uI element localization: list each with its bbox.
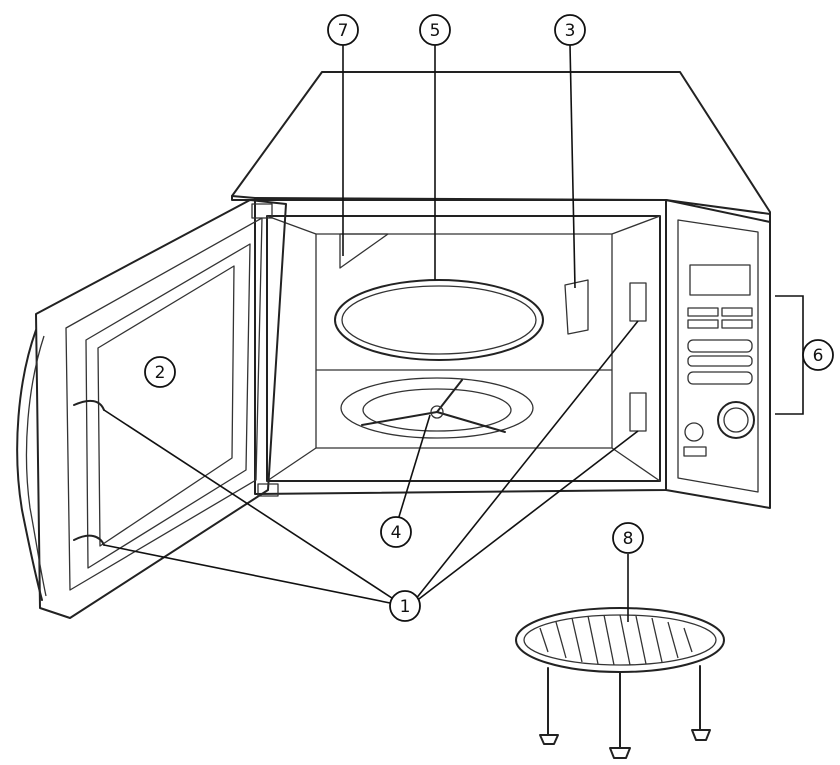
door-window: [85, 243, 251, 569]
door-glass: [97, 265, 235, 547]
latch-hole-lower: [629, 392, 647, 432]
callout-4-label: 4: [391, 523, 402, 543]
callout-3: 3: [554, 14, 586, 46]
door-hinge-top: [251, 203, 273, 219]
control-panel: [665, 199, 771, 509]
cavity-corner-tr: [611, 215, 661, 235]
callout-8-label: 8: [623, 529, 634, 549]
cavity-back-wall: [315, 233, 613, 449]
bracket-6: [775, 295, 804, 415]
oven-light-cover: [339, 233, 389, 269]
callout-1-label: 1: [400, 597, 411, 617]
door-frame: [65, 217, 263, 591]
leader-1b: [103, 544, 396, 605]
leader-3: [569, 44, 576, 289]
rack-foot-center: [609, 747, 631, 759]
display-window: [689, 264, 751, 296]
door-handle-outer: [16, 329, 43, 601]
door-latch-lower: [73, 534, 105, 546]
control-dial: [717, 401, 755, 439]
door-handle-inner: [25, 335, 47, 597]
glass-tray: [334, 279, 544, 361]
leader-4: [397, 414, 431, 521]
callout-7: 7: [327, 14, 359, 46]
callout-1: 1: [389, 590, 421, 622]
oven-cavity: [266, 215, 661, 482]
callout-8: 8: [612, 522, 644, 554]
cavity-corner-bl: [266, 447, 317, 482]
leader-1d: [414, 430, 639, 603]
grill-rack: [515, 607, 725, 759]
turntable-coupler: [361, 379, 506, 433]
rack-grid: [539, 614, 693, 666]
oven-door: [16, 199, 287, 619]
callout-6-label: 6: [813, 346, 824, 366]
rack-ring-inner: [523, 614, 717, 666]
callout-5-label: 5: [430, 21, 441, 41]
start-label: [683, 446, 707, 457]
door-release-button: [684, 422, 704, 442]
callout-7-label: 7: [338, 21, 349, 41]
glass-tray-rim: [341, 285, 537, 355]
cavity-corner-tl: [266, 215, 317, 235]
control-panel-inner: [677, 219, 759, 493]
door-latch-upper: [73, 399, 105, 411]
rack-foot-left: [539, 734, 559, 745]
callout-5: 5: [419, 14, 451, 46]
door-outer: [35, 199, 287, 619]
rack-foot-right: [691, 729, 711, 741]
cavity-opening: [266, 215, 661, 482]
control-panel-frame: [665, 199, 771, 509]
roller-ring-well: [340, 377, 534, 439]
callout-6: 6: [802, 339, 834, 371]
cavity-corner-br: [611, 447, 661, 482]
keypad: [687, 307, 753, 385]
leader-1c: [414, 320, 639, 601]
oven-top-edge: [231, 195, 256, 199]
door-hinge-bottom: [257, 483, 279, 497]
callout-3-label: 3: [565, 21, 576, 41]
waveguide-cover: [564, 279, 589, 335]
callout-2-label: 2: [155, 363, 166, 383]
roller-ring: [362, 388, 512, 432]
latch-hole-upper: [629, 282, 647, 322]
callout-4: 4: [380, 516, 412, 548]
callout-2: 2: [144, 356, 176, 388]
leader-1a: [103, 409, 396, 601]
